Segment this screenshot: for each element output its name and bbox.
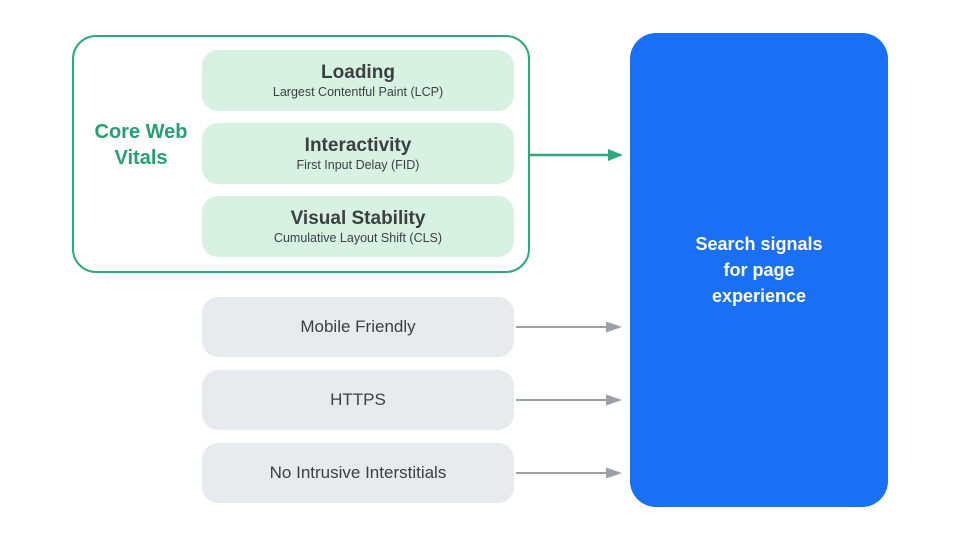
result-line: Search signals [695,234,823,254]
vital-title: Loading [321,61,395,83]
vital-card-visual-stability: Visual Stability Cumulative Layout Shift… [202,196,514,257]
signal-label: Mobile Friendly [300,317,416,336]
signal-card-https: HTTPS [202,370,514,430]
vital-subtitle: Cumulative Layout Shift (CLS) [273,230,443,245]
green-arrow-icon [530,145,630,165]
vital-subtitle: First Input Delay (FID) [296,157,420,172]
result-line: for page [723,260,795,280]
signal-card-mobile-friendly: Mobile Friendly [202,297,514,357]
vital-card-interactivity: Interactivity First Input Delay (FID) [202,123,514,184]
gray-arrow-icon-https [516,390,626,410]
vital-subtitle: Largest Contentful Paint (LCP) [272,84,444,99]
vital-title: Interactivity [304,134,412,156]
signal-card-no-intrusive-interstitials: No Intrusive Interstitials [202,443,514,503]
vital-title: Visual Stability [290,207,426,229]
core-web-vitals-label: Core Web Vitals [94,121,188,169]
vital-card-loading: Loading Largest Contentful Paint (LCP) [202,50,514,111]
result-line: experience [711,286,807,306]
gray-arrow-icon-mobile-friendly [516,317,626,337]
signal-label: No Intrusive Interstitials [269,463,447,482]
signal-label: HTTPS [330,390,386,409]
result-card-search-signals: Search signals for page experience [630,33,888,507]
gray-arrow-icon-no-intrusive-interstitials [516,463,626,483]
